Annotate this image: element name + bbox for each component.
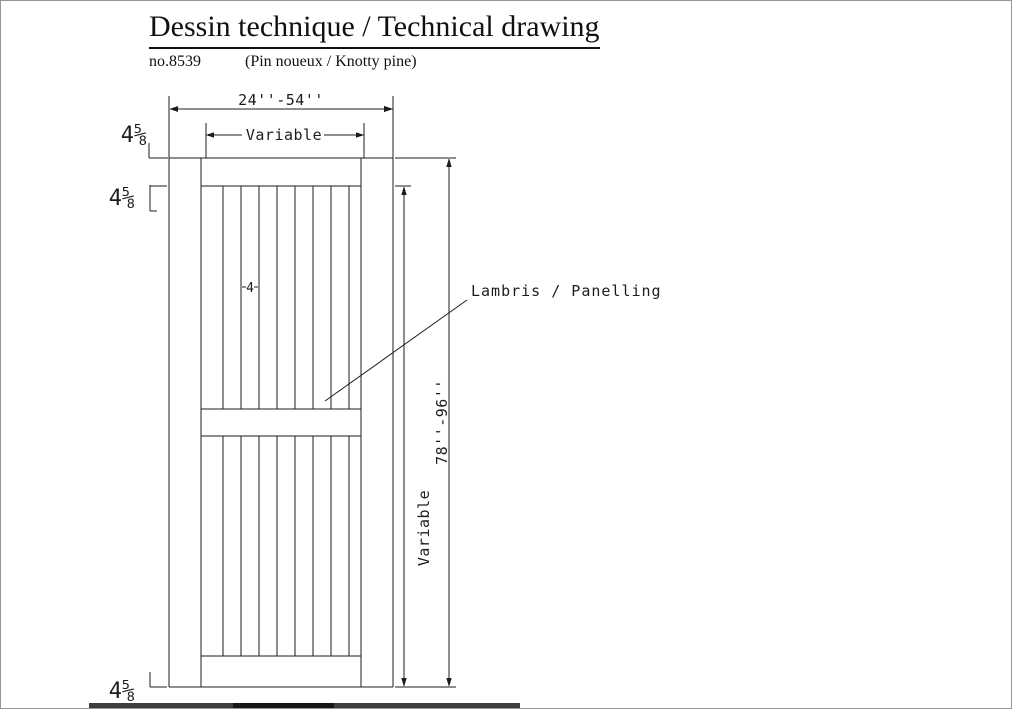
dim-top-rail-left: 4⅝ [109, 185, 167, 212]
dim-height-right [395, 157, 456, 688]
taskbar-strip [334, 703, 520, 708]
height-variable-label: Variable [415, 490, 433, 566]
panel-leader: Lambris / Panelling [324, 282, 662, 402]
taskbar-strip [89, 703, 233, 708]
stile-width-label: 4⅝ [121, 123, 148, 148]
board-width-marker: 4 [242, 281, 258, 296]
dim-width-variable-label: Variable [246, 126, 322, 144]
dim-width-label: 24''-54'' [238, 91, 324, 109]
material-label: (Pin noueux / Knotty pine) [245, 52, 417, 70]
taskbar-strip-dark-segment [233, 703, 334, 708]
dim-stile-left: 4⅝ [121, 123, 168, 159]
doc-number: no.8539 [149, 52, 201, 70]
dim-width-top: 24''-54'' [168, 91, 394, 158]
top-rail-height-label: 4⅝ [109, 186, 136, 211]
dim-height-variable-right [395, 185, 411, 687]
dim-bottom-rail-left: 4⅝ [109, 672, 167, 704]
door-outline [168, 157, 394, 688]
board-width-label: 4 [246, 281, 254, 296]
bottom-rail-height-label: 4⅝ [109, 679, 136, 704]
subtitle-row: no.8539 (Pin noueux / Knotty pine) [149, 53, 600, 71]
dim-width-variable: Variable [205, 123, 365, 158]
bottom-rail [201, 655, 361, 687]
page-title: Dessin technique / Technical drawing [149, 10, 600, 49]
panel-label: Lambris / Panelling [471, 282, 662, 300]
middle-rail [201, 408, 361, 437]
header: Dessin technique / Technical drawing no.… [149, 10, 600, 71]
height-dim-label: 78''-96'' [433, 379, 451, 465]
